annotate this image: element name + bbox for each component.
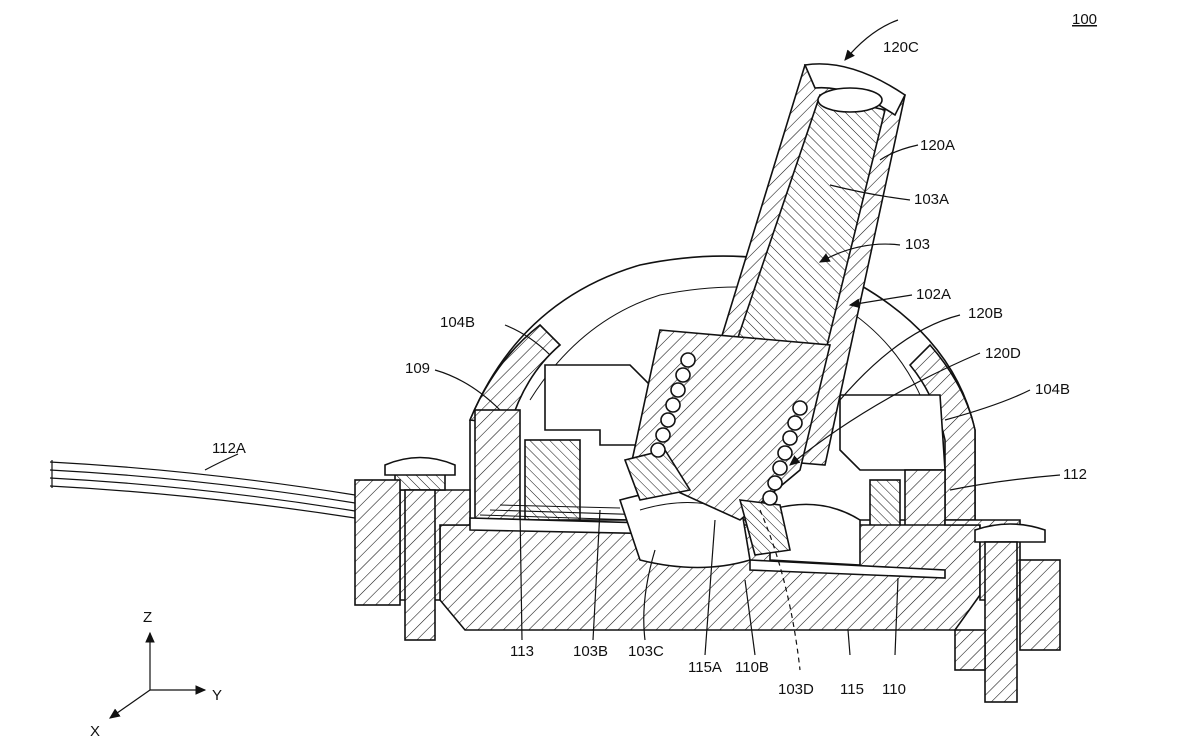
label-115A: 115A	[688, 659, 722, 676]
right-post-hatch	[905, 470, 945, 530]
axis-label-x: X	[90, 723, 100, 740]
label-103B: 103B	[573, 643, 608, 660]
cable-112A	[50, 460, 355, 518]
label-120B: 120B	[968, 305, 1003, 322]
label-103: 103	[905, 236, 930, 253]
axis-label-z: Z	[143, 609, 152, 626]
axis-label-y: Y	[212, 687, 222, 704]
label-110B: 110B	[735, 659, 769, 676]
right-inner-post	[870, 480, 900, 530]
coordinate-axes	[110, 633, 205, 718]
label-103C: 103C	[628, 643, 664, 660]
label-103A: 103A	[914, 191, 949, 208]
label-112A: 112A	[212, 440, 246, 457]
label-110: 110	[882, 681, 906, 698]
label-113: 113	[510, 643, 534, 660]
label-103D: 103D	[778, 681, 814, 698]
label-102A: 102A	[916, 286, 951, 303]
label-109: 109	[405, 360, 430, 377]
label-120D: 120D	[985, 345, 1021, 362]
label-115: 115	[840, 681, 864, 698]
holder-right-104B	[840, 395, 945, 470]
label-104B-left: 104B	[440, 314, 475, 331]
label-112: 112	[1063, 466, 1087, 483]
left-inner-post	[525, 440, 580, 520]
figure-number: 100	[1072, 11, 1097, 28]
cap-recess-120C	[818, 88, 882, 112]
label-104B-right: 104B	[1035, 381, 1070, 398]
label-120C: 120C	[883, 39, 919, 56]
label-120A: 120A	[920, 137, 955, 154]
left-post-hatch	[475, 410, 520, 520]
